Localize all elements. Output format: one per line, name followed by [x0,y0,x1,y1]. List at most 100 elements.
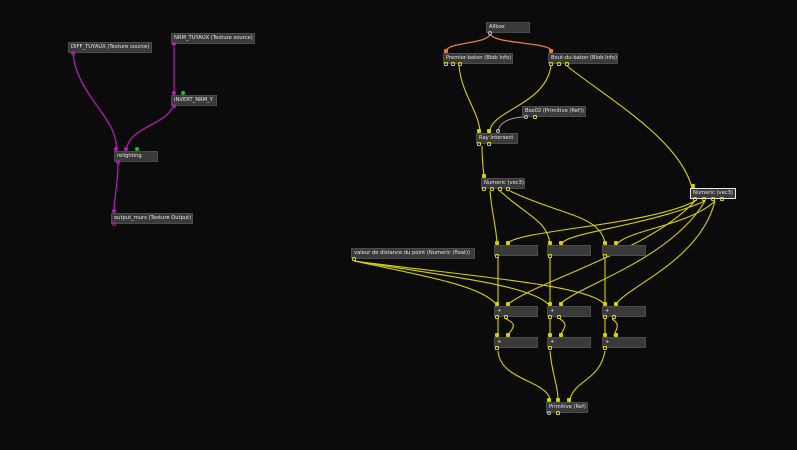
input-port[interactable] [482,174,486,178]
node-nrm-tuyaux[interactable]: NRM_TUYAUX (Texture source) [171,33,255,44]
input-port[interactable] [112,209,116,213]
output-port[interactable] [603,315,607,319]
input-port[interactable] [444,49,448,53]
input-port[interactable] [559,302,563,306]
output-port[interactable] [71,51,75,55]
wire [489,33,553,52]
output-port[interactable] [487,142,491,146]
input-port[interactable] [172,91,176,95]
output-port[interactable] [603,254,607,258]
output-port[interactable] [711,197,715,201]
output-port[interactable] [458,62,462,66]
output-port[interactable] [444,62,448,66]
output-port[interactable] [547,411,551,415]
node-ray-intersect[interactable]: Ray Intersect [476,133,518,144]
input-port[interactable] [559,333,563,337]
input-port[interactable] [548,333,552,337]
output-port[interactable] [116,160,120,164]
input-port[interactable] [506,241,510,245]
output-port[interactable] [490,187,494,191]
input-port[interactable] [567,398,571,402]
operator-node-plus[interactable]: + [602,337,646,348]
output-port[interactable] [612,315,616,319]
input-port[interactable] [614,241,618,245]
node-relighting[interactable]: relighting [114,151,158,162]
output-port[interactable] [557,315,561,319]
input-port[interactable] [114,147,118,151]
input-port[interactable] [496,129,500,133]
input-port[interactable] [487,129,491,133]
output-port[interactable] [488,31,492,35]
operator-node[interactable] [494,245,538,256]
input-port[interactable] [603,302,607,306]
input-port[interactable] [506,302,510,306]
output-port[interactable] [482,187,486,191]
parameter-port[interactable] [181,91,185,95]
parameter-port[interactable] [135,147,139,151]
input-port[interactable] [495,241,499,245]
output-port[interactable] [352,257,356,261]
input-port[interactable] [124,147,128,151]
output-port[interactable] [477,142,481,146]
operator-node-plus[interactable]: + [494,306,538,317]
operator-node[interactable] [547,245,591,256]
output-port[interactable] [495,346,499,350]
output-port[interactable] [565,62,569,66]
input-port[interactable] [547,398,551,402]
input-port[interactable] [691,184,695,188]
input-port[interactable] [548,241,552,245]
input-port[interactable] [495,302,499,306]
output-port[interactable] [548,254,552,258]
output-port[interactable] [524,115,528,119]
output-port[interactable] [603,346,607,350]
node-bout-du-baton[interactable]: Bout-du-baton (Blob Info) [548,53,618,64]
output-port[interactable] [172,104,176,108]
output-port[interactable] [504,315,508,319]
input-port[interactable] [603,241,607,245]
input-port[interactable] [614,333,618,337]
output-port[interactable] [495,254,499,258]
node-box02[interactable]: Box02 (Primitive (Ref)) [522,106,586,117]
output-port[interactable] [451,62,455,66]
input-port[interactable] [477,129,481,133]
operator-node[interactable] [602,245,646,256]
output-port[interactable] [172,42,176,46]
node-output-murs[interactable]: output_murs (Texture Output) [111,213,193,224]
input-port[interactable] [603,333,607,337]
output-port[interactable] [556,411,560,415]
operator-node-plus[interactable]: + [494,337,538,348]
operator-node-plus[interactable]: + [547,306,591,317]
output-port[interactable] [693,197,697,201]
output-port[interactable] [549,62,553,66]
output-port[interactable] [533,115,537,119]
input-port[interactable] [506,333,510,337]
operator-node-plus[interactable]: + [602,306,646,317]
node-invert-nrm-y[interactable]: INVERT_NRM_Y [171,95,217,106]
output-port[interactable] [702,197,706,201]
node-numeric-vec3-a[interactable]: Numeric (vec3) [481,178,525,189]
output-port[interactable] [720,197,724,201]
input-port[interactable] [614,302,618,306]
output-port[interactable] [557,62,561,66]
node-allbox[interactable]: Allbox [486,22,530,33]
output-port[interactable] [548,346,552,350]
node-primitive-ref[interactable]: Primitive (Ref) [546,402,588,413]
input-port[interactable] [548,302,552,306]
output-port[interactable] [495,315,499,319]
output-port[interactable] [506,187,510,191]
input-port[interactable] [559,241,563,245]
node-diff-tuyaux[interactable]: DIFF_TUYAUX (Texture source) [68,42,152,53]
input-port[interactable] [549,49,553,53]
output-port[interactable] [548,315,552,319]
node-valeur-distance[interactable]: valeur de distance du point (Numeric (fl… [351,248,475,259]
input-port[interactable] [495,333,499,337]
output-port[interactable] [112,222,116,226]
node-numeric-vec3-b[interactable]: Numeric (vec3) [690,188,736,199]
input-port[interactable] [556,398,560,402]
node-premier-baton[interactable]: Premier-baton (Blob Info) [443,53,513,64]
operator-node-plus[interactable]: + [547,337,591,348]
output-port[interactable] [498,187,502,191]
wire [445,33,491,52]
